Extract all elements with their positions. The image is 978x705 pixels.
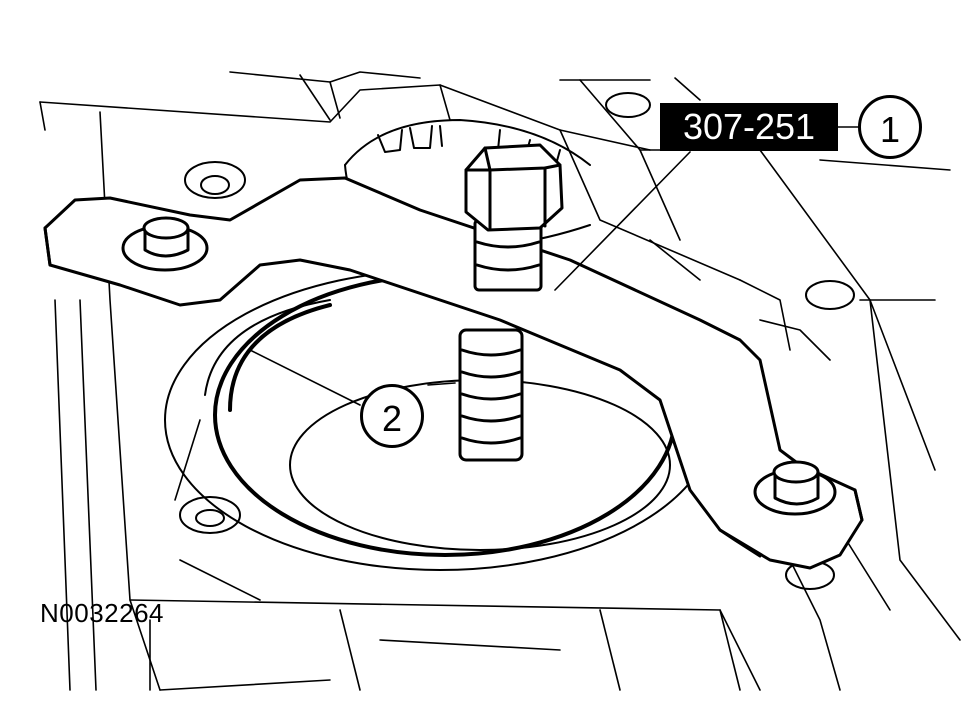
tool-number-label: 307-251 — [660, 103, 838, 151]
housing-outline — [39, 71, 961, 691]
figure-id: N0032264 — [40, 598, 164, 628]
screw-head — [464, 143, 564, 292]
callout-2: 2 — [360, 384, 424, 448]
forcing-screw — [458, 328, 524, 462]
leader-lines — [249, 126, 859, 406]
housing-holes — [179, 92, 855, 590]
callout-1: 1 — [858, 95, 922, 159]
bar-bolts — [142, 216, 820, 506]
